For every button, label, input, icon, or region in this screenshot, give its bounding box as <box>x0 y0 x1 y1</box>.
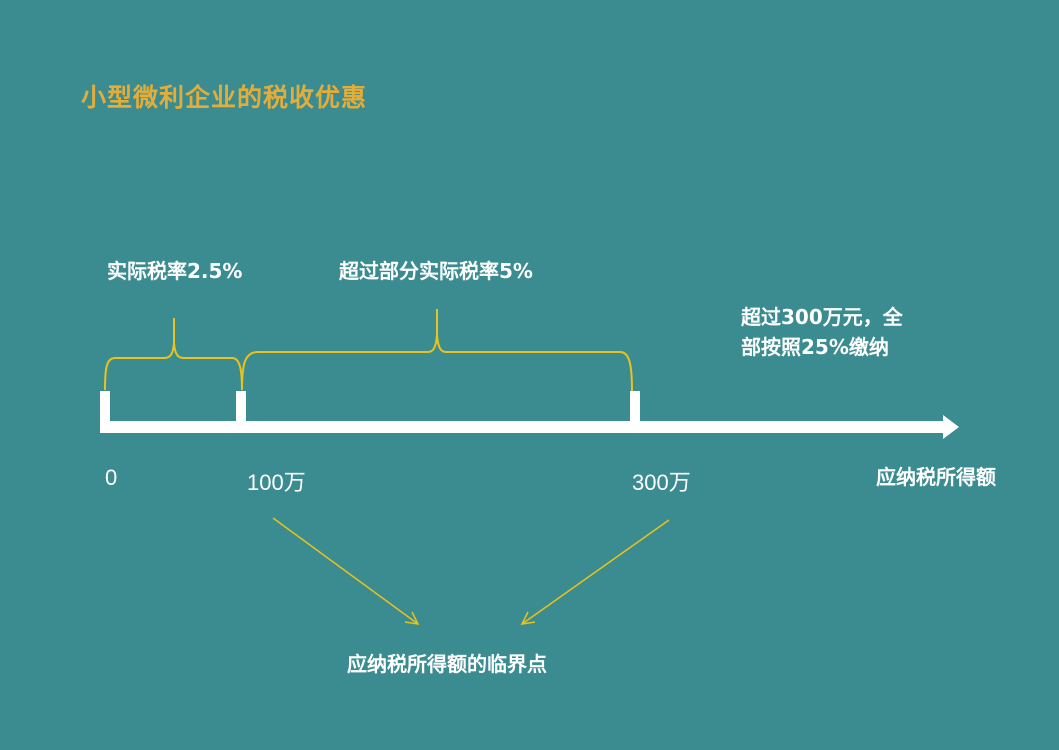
over-threshold-note: 超过300万元，全 部按照25%缴纳 <box>741 302 941 362</box>
tick-marker-0 <box>100 391 110 421</box>
arrow-from-300 <box>521 519 670 625</box>
axis-arrowhead <box>943 415 959 439</box>
bracket-label-2-5-percent: 实际税率2.5% <box>107 259 243 283</box>
arrowhead-from-100 <box>404 611 420 625</box>
arrow-from-100 <box>272 517 419 625</box>
tick-marker-300 <box>630 391 640 421</box>
arrowhead-from-300 <box>520 611 536 625</box>
bracket-0-to-100 <box>104 318 243 391</box>
bracket-label-5-percent: 超过部分实际税率5% <box>339 259 533 283</box>
axis-label: 应纳税所得额 <box>876 465 996 489</box>
bracket-100-to-300 <box>241 309 633 393</box>
threshold-label: 应纳税所得额的临界点 <box>347 652 547 676</box>
tick-label-100: 100万 <box>247 470 306 495</box>
slide-title: 小型微利企业的税收优惠 <box>81 83 368 112</box>
tick-label-300: 300万 <box>632 470 691 495</box>
tick-label-0: 0 <box>105 465 118 490</box>
note-line-1: 超过300万元，全 <box>741 305 903 329</box>
note-line-2: 部按照25%缴纳 <box>741 335 889 359</box>
tick-marker-100 <box>236 391 246 421</box>
axis-line <box>100 421 945 433</box>
